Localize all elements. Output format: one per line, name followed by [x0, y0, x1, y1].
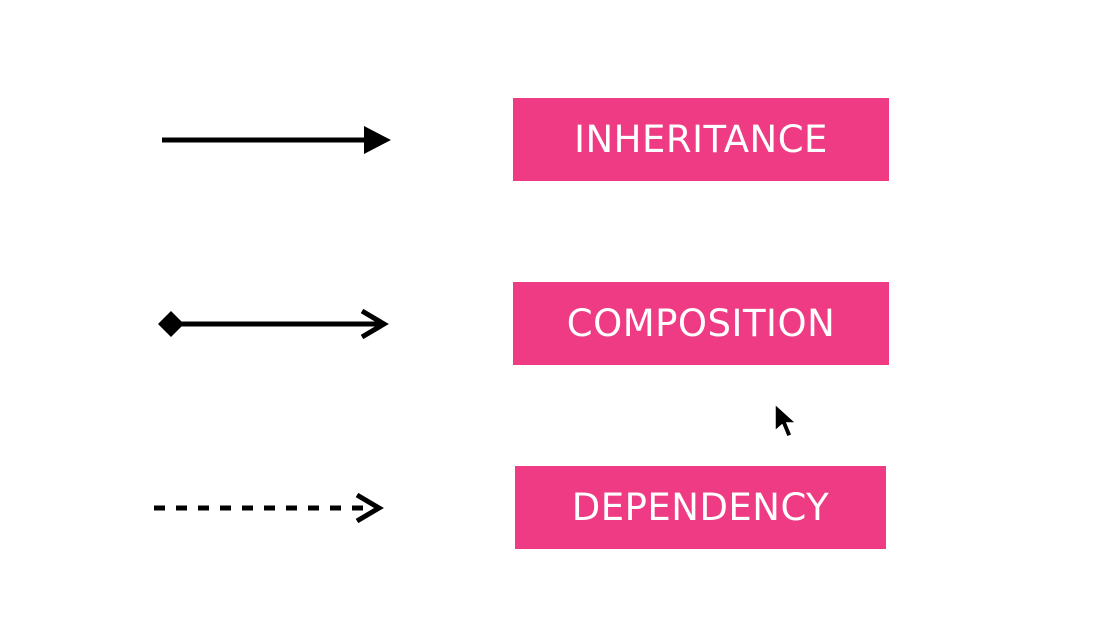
composition-arrow-icon — [158, 308, 389, 340]
pointer-arrow-icon — [774, 403, 798, 438]
inheritance-arrow-icon — [162, 126, 391, 154]
composition-arrow-head — [360, 308, 389, 340]
inheritance-arrow-head — [364, 126, 391, 154]
inheritance-label: INHERITANCE — [574, 118, 828, 161]
composition-label-box: COMPOSITION — [513, 282, 889, 365]
dependency-label: DEPENDENCY — [571, 486, 830, 529]
dependency-label-box: DEPENDENCY — [515, 466, 886, 549]
dependency-arrow-icon — [154, 492, 384, 524]
composition-diamond-icon — [158, 311, 184, 337]
inheritance-label-box: INHERITANCE — [513, 98, 889, 181]
composition-label: COMPOSITION — [566, 302, 836, 345]
dependency-arrow-head — [355, 492, 384, 524]
